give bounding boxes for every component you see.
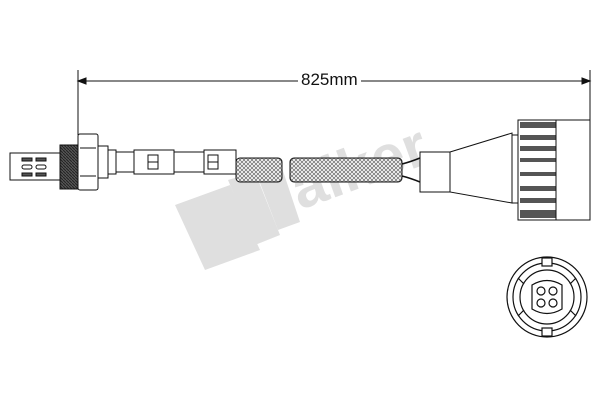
sensor-thread	[59, 144, 79, 190]
braided-cable	[235, 157, 421, 183]
connector-face-view	[506, 256, 588, 338]
sensor-body	[115, 149, 237, 175]
sensor-probe-tip	[9, 152, 63, 181]
length-dimension-label: 825mm	[298, 70, 361, 90]
connector-housing	[419, 119, 591, 221]
sensor-hex-nut	[77, 133, 117, 191]
walker-logo-watermark: alker	[175, 111, 436, 270]
